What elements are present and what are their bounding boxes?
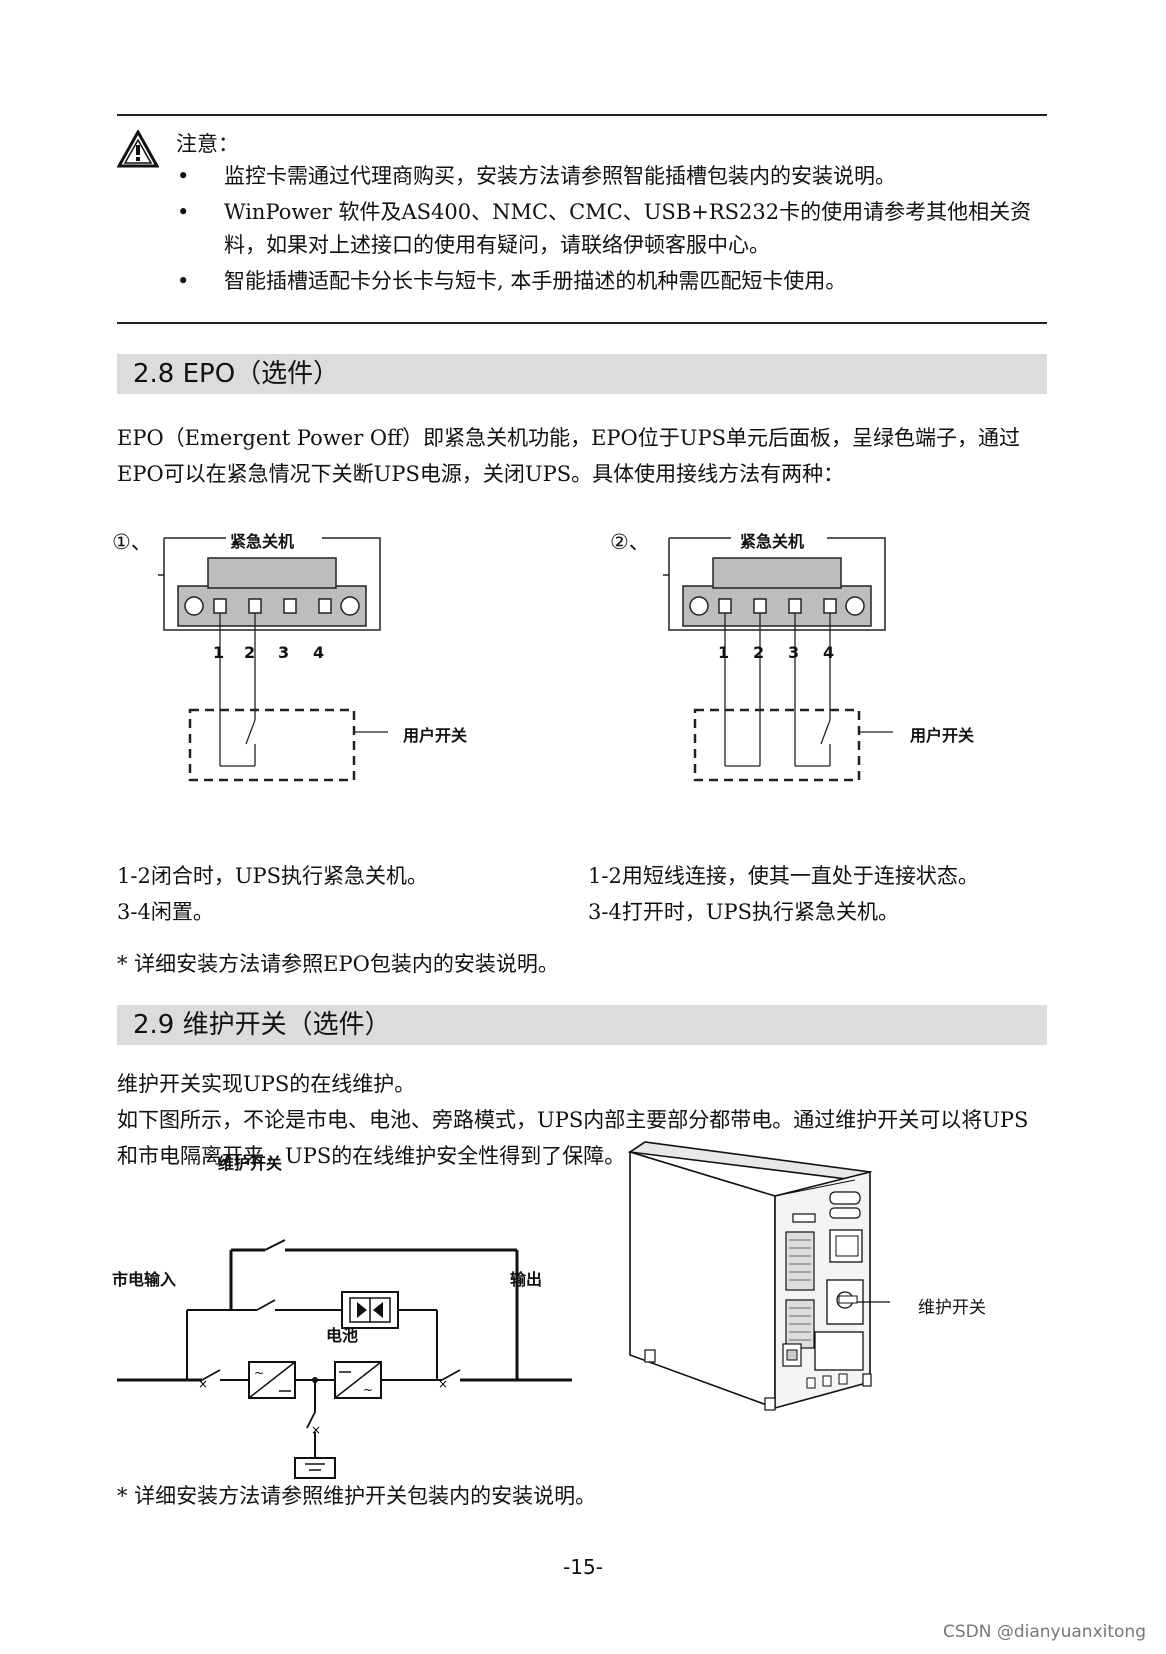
diagram1-desc1: 1-2闭合时，UPS执行紧急关机。: [117, 864, 429, 888]
diagram2-pin: 3: [788, 643, 800, 662]
circuit-switch-label: 维护开关: [218, 1154, 283, 1173]
section-heading-epo: 2.8 EPO（选件）: [117, 354, 1047, 394]
note-item: WinPower 软件及AS400、NMC、CMC、USB+RS232卡的使用请…: [172, 196, 1032, 262]
epo-footnote: * 详细安装方法请参照EPO包装内的安装说明。: [117, 952, 559, 976]
diagram2-desc1: 1-2用短线连接，使其一直处于连接状态。: [588, 864, 979, 888]
diagram2-pin: 4: [823, 643, 835, 662]
svg-text:×: ×: [438, 1377, 448, 1391]
epo-intro: EPO（Emergent Power Off）即紧急关机功能，EPO位于UPS单…: [117, 426, 1020, 486]
ups-cabinet-illustration: [627, 1141, 890, 1411]
epo-diagram-1: [158, 537, 388, 782]
warning-icon: [117, 130, 159, 168]
epo-diagram-2: [663, 537, 893, 782]
circuit-input-label: 市电输入: [112, 1270, 177, 1289]
diagram1-switch-label: 用户开关: [403, 726, 468, 745]
circuit-battery-label: 电池: [326, 1326, 359, 1345]
top-rule: [117, 114, 1047, 116]
page-number: -15-: [563, 1555, 603, 1579]
device-switch-label: 维护开关: [918, 1298, 986, 1318]
watermark: CSDN @dianyuanxitong: [942, 1622, 1146, 1642]
note-item: 智能插槽适配卡分长卡与短卡, 本手册描述的机种需匹配短卡使用。: [172, 265, 1032, 298]
maint-footnote: * 详细安装方法请参照维护开关包装内的安装说明。: [117, 1484, 597, 1508]
circuit-output-label: 输出: [510, 1270, 543, 1289]
bottom-rule: [117, 322, 1047, 324]
diagram1-title: 紧急关机: [230, 532, 295, 551]
maint-para2: 如下图所示，不论是市电、电池、旁路模式，UPS内部主要部分都带电。通过维护开关可…: [117, 1108, 1029, 1168]
note-item: 监控卡需通过代理商购买，安装方法请参照智能插槽包装内的安装说明。: [172, 160, 1032, 193]
maint-para1: 维护开关实现UPS的在线维护。: [117, 1072, 416, 1096]
diagram2-title: 紧急关机: [740, 532, 805, 551]
diagram2-switch-label: 用户开关: [910, 726, 975, 745]
maintenance-circuit-diagram: × ~ ~ × ×: [117, 1239, 572, 1479]
diagram2-desc2: 3-4打开时，UPS执行紧急关机。: [588, 900, 900, 924]
svg-text:×: ×: [311, 1423, 321, 1437]
diagram1-pin: 3: [278, 643, 290, 662]
diagram1-pin: 2: [244, 643, 256, 662]
diagram1-desc2: 3-4闲置。: [117, 900, 214, 924]
diagram1-pin: 1: [213, 643, 225, 662]
svg-text:~: ~: [254, 1366, 264, 1380]
diagram1-marker: ①、: [112, 530, 152, 554]
svg-text:~: ~: [363, 1383, 373, 1397]
note-list: 监控卡需通过代理商购买，安装方法请参照智能插槽包装内的安装说明。 WinPowe…: [172, 160, 1032, 301]
diagram1-pin: 4: [313, 643, 325, 662]
diagram2-marker: ②、: [610, 530, 650, 554]
svg-text:×: ×: [198, 1377, 208, 1391]
section-heading-maintenance: 2.9 维护开关（选件）: [117, 1005, 1047, 1045]
note-title: 注意：: [176, 132, 239, 156]
diagram2-pin: 2: [753, 643, 765, 662]
diagram2-pin: 1: [718, 643, 730, 662]
